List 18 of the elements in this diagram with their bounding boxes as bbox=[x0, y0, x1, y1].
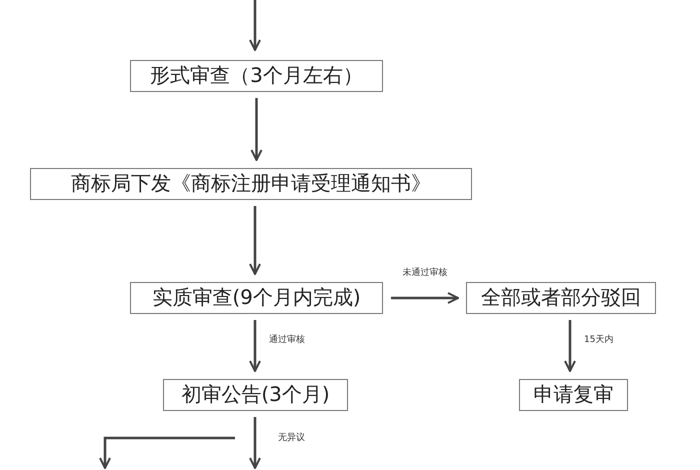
arrow bbox=[249, 417, 261, 469]
arrow bbox=[249, 206, 261, 275]
arrow bbox=[564, 320, 576, 372]
edge-label: 未通过审核 bbox=[402, 266, 448, 279]
process-box: 全部或者部分驳回 bbox=[466, 282, 656, 314]
process-box: 初审公告(3个月) bbox=[163, 379, 348, 411]
process-box: 实质审查(9个月内完成) bbox=[130, 282, 383, 314]
process-box: 商标局下发《商标注册申请受理通知书》 bbox=[30, 168, 472, 200]
edge-label: 通过审核 bbox=[269, 332, 305, 346]
arrow bbox=[250, 98, 262, 161]
process-box: 申请复审 bbox=[519, 379, 628, 411]
arrow bbox=[391, 292, 459, 304]
arrow bbox=[99, 436, 235, 469]
edge-label: 15天内 bbox=[584, 332, 614, 346]
process-box: 形式审查（3个月左右） bbox=[130, 60, 383, 92]
arrow bbox=[249, 320, 261, 372]
arrow bbox=[249, 0, 261, 51]
edge-label: 无异议 bbox=[278, 431, 305, 444]
